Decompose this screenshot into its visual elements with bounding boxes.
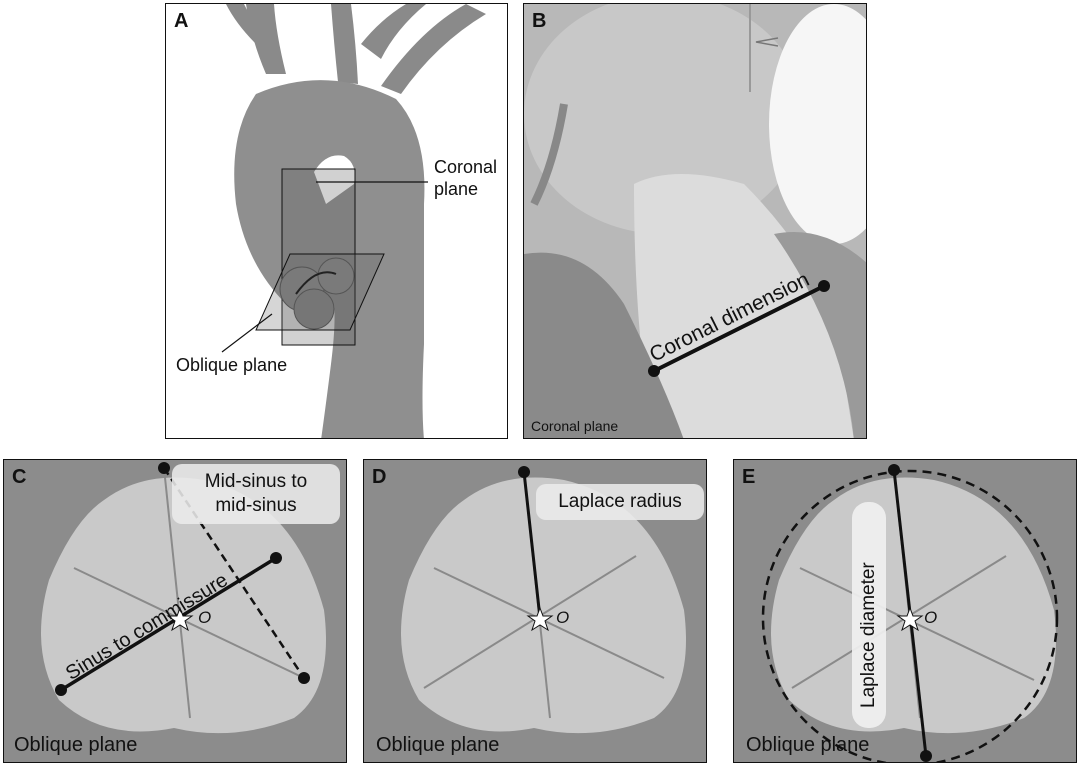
panel-caption: Oblique plane — [376, 734, 500, 756]
panel-caption: Coronal plane — [531, 418, 619, 434]
panel-b: B Coronal dimension Coronal plane — [523, 3, 867, 439]
coronal-ct-image — [524, 4, 866, 438]
laplace-radius-label: Laplace radius — [536, 484, 704, 520]
panel-letter: A — [174, 10, 189, 32]
oblique-ct-image — [734, 460, 1076, 762]
panel-a: A Coronal plane Oblique plane — [165, 3, 508, 439]
aorta-illustration — [221, 4, 486, 438]
panel-letter: B — [532, 10, 547, 32]
panel-letter: D — [372, 466, 387, 488]
panel-letter: E — [742, 466, 756, 488]
panel-letter: C — [12, 466, 27, 488]
panel-caption: Oblique plane — [14, 734, 138, 756]
center-o-label: O — [198, 608, 212, 627]
laplace-diameter-label: Laplace diameter — [858, 562, 879, 708]
center-o-label: O — [556, 608, 570, 627]
panel-e: E Laplace diameter O Oblique plane — [733, 459, 1077, 763]
mid-sinus-label: Mid-sinus to mid-sinus — [172, 464, 340, 524]
laplace-diameter-badge — [852, 502, 886, 728]
oblique-plane-label: Oblique plane — [176, 355, 288, 375]
panel-c: C Mid-sinus to mid-sinus Sinus to commis… — [3, 459, 347, 763]
panel-caption: Oblique plane — [746, 734, 870, 756]
center-o-label: O — [924, 608, 938, 627]
coronal-plane-label: Coronal plane — [434, 157, 498, 199]
oblique-ct-image — [364, 460, 706, 762]
panel-d: D Laplace radius O Oblique plane — [363, 459, 707, 763]
